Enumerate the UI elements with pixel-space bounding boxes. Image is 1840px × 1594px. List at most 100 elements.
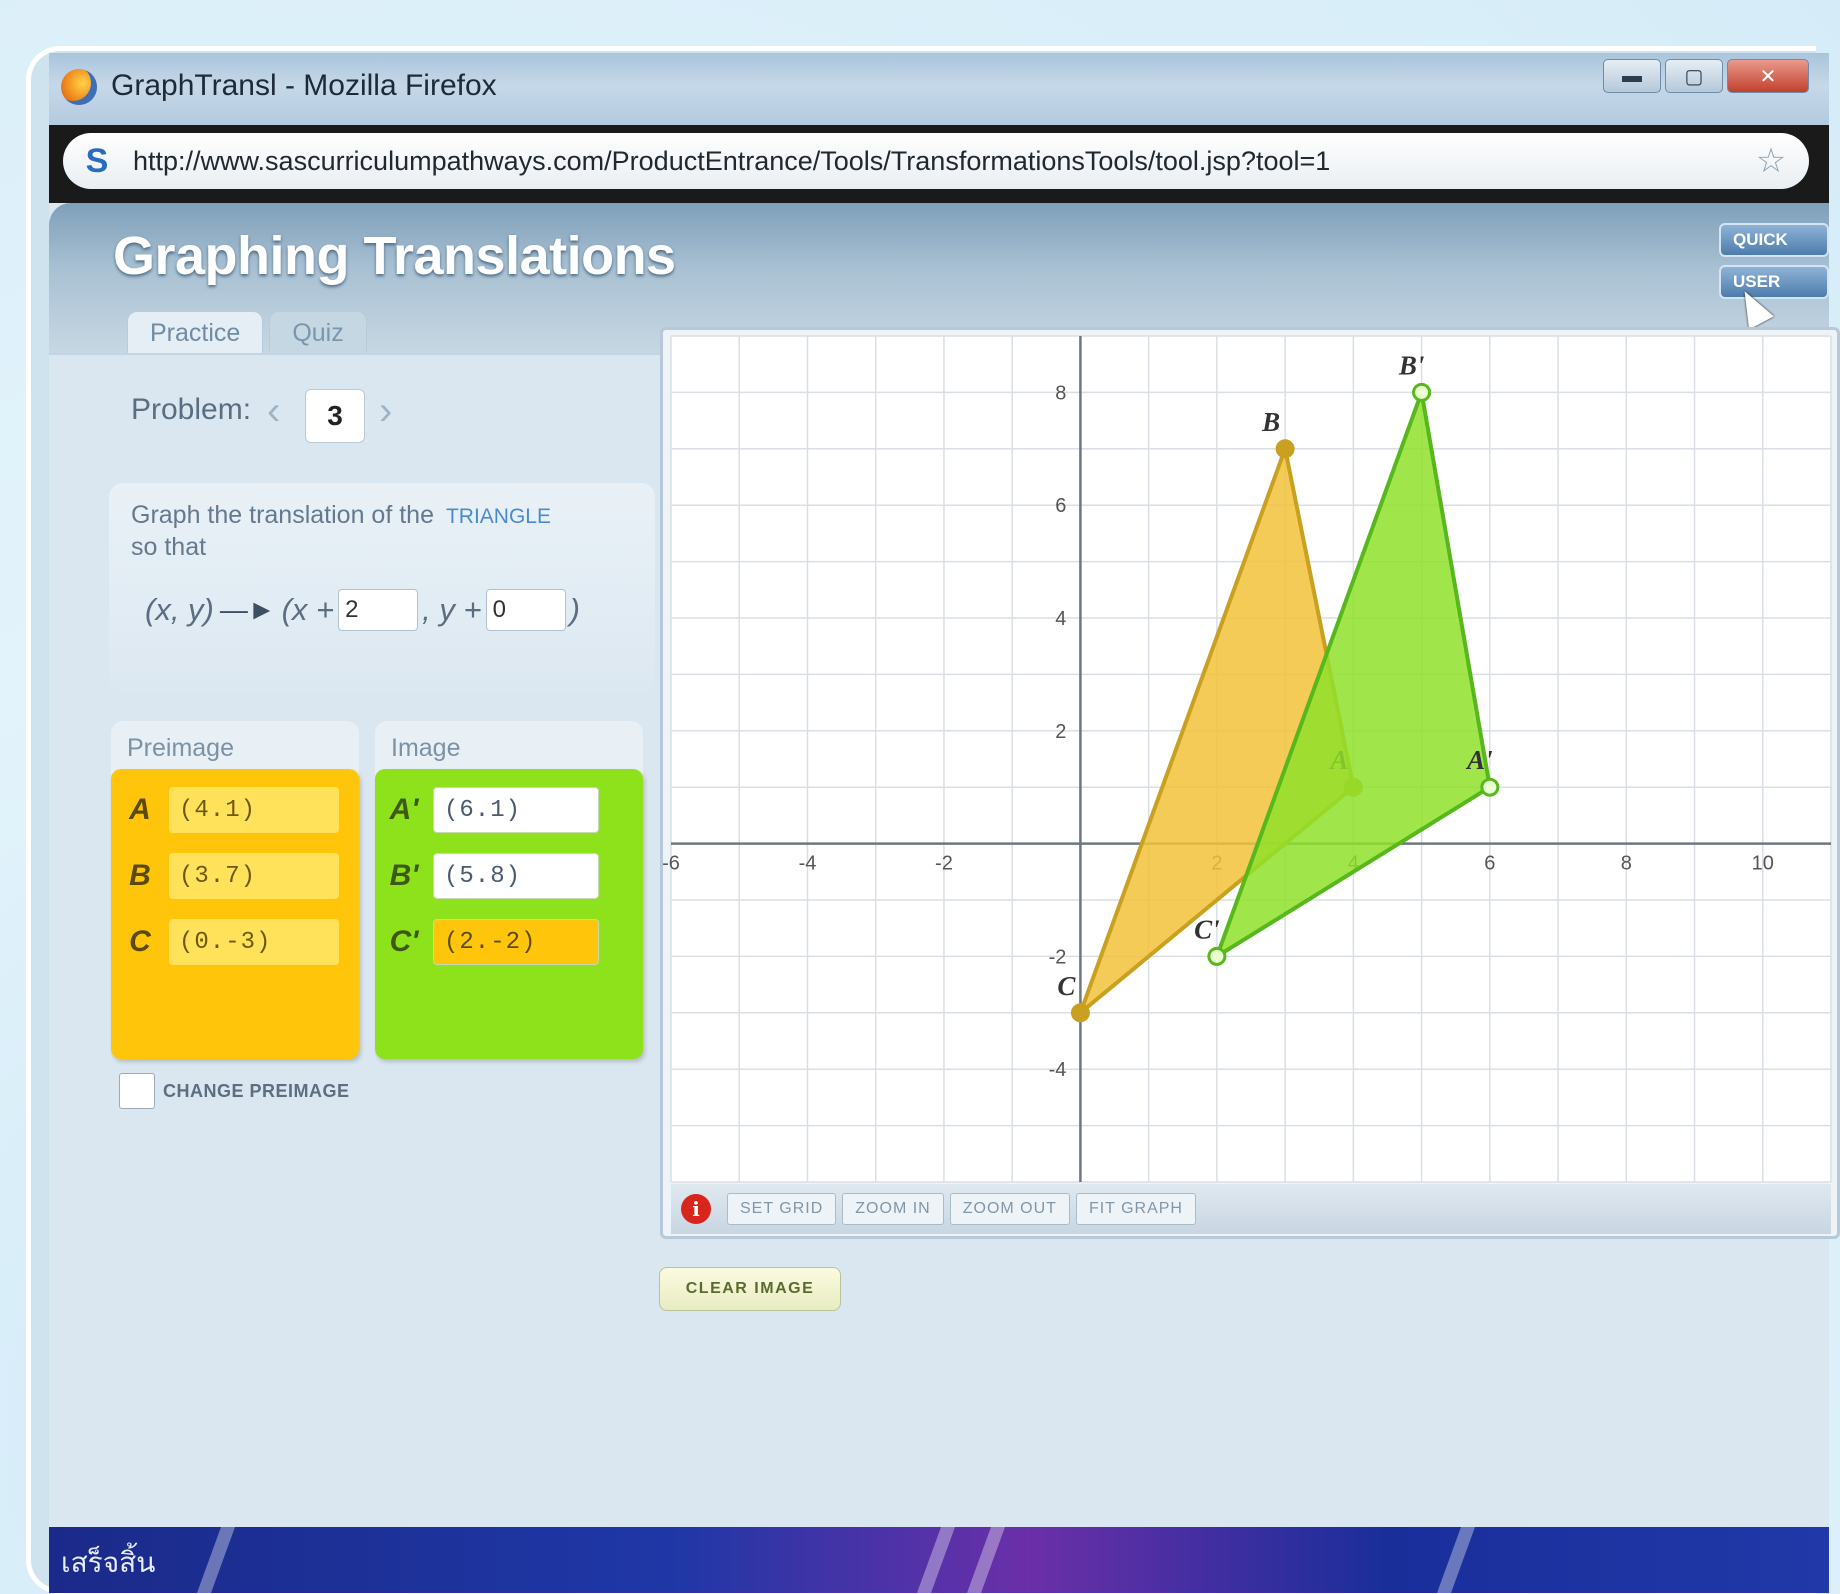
navigation-bar: S http://www.sascurriculumpathways.com/P… [49,125,1829,203]
image-triangle-vertex [1480,777,1500,797]
shape-keyword-link[interactable]: TRIANGLE [445,505,551,528]
image-triangle-vertex-label: B' [1398,350,1425,380]
image-row: B' (5.8) [375,853,599,899]
window-title: GraphTransl - Mozilla Firefox [111,69,497,102]
preimage-row: A (4.1) [111,787,339,833]
image-triangle-vertex [1207,946,1227,966]
x-tick-label: -2 [935,853,953,875]
image-row: A' (6.1) [375,787,599,833]
screenshot-frame: GraphTransl - Mozilla Firefox ▬ ▢ ✕ S ht… [26,46,1840,1594]
preimage-triangle-vertex [1070,1003,1090,1023]
problem-number-field[interactable]: 3 [305,389,365,443]
fit-graph-button[interactable]: FIT GRAPH [1075,1193,1196,1225]
minimize-button[interactable]: ▬ [1603,59,1661,93]
x-tick-label: 8 [1621,853,1632,875]
close-button[interactable]: ✕ [1727,59,1809,93]
set-grid-button[interactable]: SET GRID [727,1193,837,1225]
taskbar-decoration [1436,1527,1476,1593]
image-header: Image [375,721,643,775]
taskbar-decoration [916,1527,956,1593]
x-tick-label: 6 [1484,853,1495,875]
browser-window: GraphTransl - Mozilla Firefox ▬ ▢ ✕ S ht… [49,53,1840,1593]
preimage-header: Preimage [111,721,359,775]
problem-label: Problem: [131,393,252,426]
preimage-c-field: (0.-3) [169,919,339,965]
y-tick-label: 4 [1055,608,1066,630]
vertex-label: B' [389,859,419,892]
quick-button[interactable]: QUICK [1719,223,1829,257]
instructions-text: Graph the translation of the [131,501,434,529]
maximize-button[interactable]: ▢ [1665,59,1723,93]
info-icon[interactable]: i [681,1194,711,1224]
vertex-label: A' [389,793,419,826]
tab-practice[interactable]: Practice [127,311,264,355]
preimage-b-field: (3.7) [169,853,339,899]
y-tick-label: 6 [1055,495,1066,517]
title-bar: GraphTransl - Mozilla Firefox ▬ ▢ ✕ [49,53,1829,125]
preimage-row: C (0.-3) [111,919,339,965]
rule-lhs: (x, y) [145,592,214,627]
y-tick-label: -4 [1049,1059,1067,1081]
rule-y-part: , y + [422,592,482,627]
rule-close: ) [569,592,580,627]
change-preimage-checkbox[interactable] [119,1073,155,1109]
preimage-row: B (3.7) [111,853,339,899]
preimage-triangle [1078,446,1356,1015]
app-title: Graphing Translations [113,226,676,286]
tab-bar: Practice Quiz [127,311,367,355]
zoom-out-button[interactable]: ZOOM OUT [949,1193,1070,1225]
window-controls: ▬ ▢ ✕ [1603,59,1809,93]
instructions-panel: Graph the translation of the TRIANGLE so … [109,483,655,693]
tab-quiz[interactable]: Quiz [269,311,367,355]
image-row: C' (2.-2) [375,919,599,965]
dx-input[interactable]: 2 [338,589,419,631]
x-tick-label: -6 [662,853,680,875]
dy-input[interactable]: 0 [485,589,566,631]
preimage-a-field: (4.1) [169,787,339,833]
next-problem-icon[interactable]: › [379,389,393,433]
rule-x-part: (x + [281,592,335,627]
taskbar: เสร็จสิ้น [49,1527,1829,1593]
change-preimage-option[interactable]: CHANGE PREIMAGE [119,1073,350,1109]
image-triangle-vertex [1412,382,1432,402]
instructions-line-2: so that [131,533,207,561]
change-preimage-label: CHANGE PREIMAGE [163,1080,350,1101]
preimage-triangle-vertex-label: C [1057,971,1076,1001]
taskbar-decoration [966,1527,1006,1593]
user-button[interactable]: USER [1719,265,1829,299]
zoom-in-button[interactable]: ZOOM IN [842,1193,944,1225]
image-b-input[interactable]: (5.8) [433,853,599,899]
coordinate-graph[interactable]: -6-4-2246810-4-22468ABCA'B'C' [662,335,1832,1183]
image-panel: A' (6.1) B' (5.8) C' (2.-2) [375,769,643,1059]
instructions-line-1: Graph the translation of the TRIANGLE [131,501,551,530]
x-tick-label: 10 [1752,853,1774,875]
vertex-label: A [129,793,151,826]
graph-toolbar: i SET GRID ZOOM IN ZOOM OUT FIT GRAPH [671,1184,1831,1234]
address-bar[interactable]: S http://www.sascurriculumpathways.com/P… [63,133,1809,189]
image-c-input[interactable]: (2.-2) [433,919,599,965]
clear-image-button[interactable]: CLEAR IMAGE [659,1267,841,1311]
image-triangle [1214,390,1492,959]
image-triangle-vertex-label: A' [1465,745,1493,775]
taskbar-status-text: เสร็จสิ้น [61,1546,156,1579]
vertex-label: B [129,859,151,892]
preimage-triangle-vertex [1275,439,1295,459]
y-tick-label: -2 [1049,946,1067,968]
bookmark-star-icon[interactable]: ☆ [1755,142,1787,180]
previous-problem-icon[interactable]: ‹ [267,389,281,433]
maps-to-arrow-icon: —► [219,594,276,625]
translation-rule: (x, y) —► (x + 2 , y + 0 ) [145,589,580,631]
taskbar-decoration [196,1527,236,1593]
tab-divider [49,353,674,355]
site-identity-icon[interactable]: S [85,141,109,180]
preimage-triangle-vertex-label: B [1261,407,1280,437]
graph-panel: -6-4-2246810-4-22468ABCA'B'C' i SET GRID… [660,327,1840,1239]
y-tick-label: 8 [1055,382,1066,404]
preimage-panel: A (4.1) B (3.7) C (0.-3) [111,769,359,1059]
image-a-input[interactable]: (6.1) [433,787,599,833]
vertex-label: C' [389,925,419,958]
y-tick-label: 2 [1055,721,1066,743]
url-text[interactable]: http://www.sascurriculumpathways.com/Pro… [133,145,1331,176]
image-triangle-vertex-label: C' [1194,914,1220,944]
x-tick-label: -4 [799,853,817,875]
